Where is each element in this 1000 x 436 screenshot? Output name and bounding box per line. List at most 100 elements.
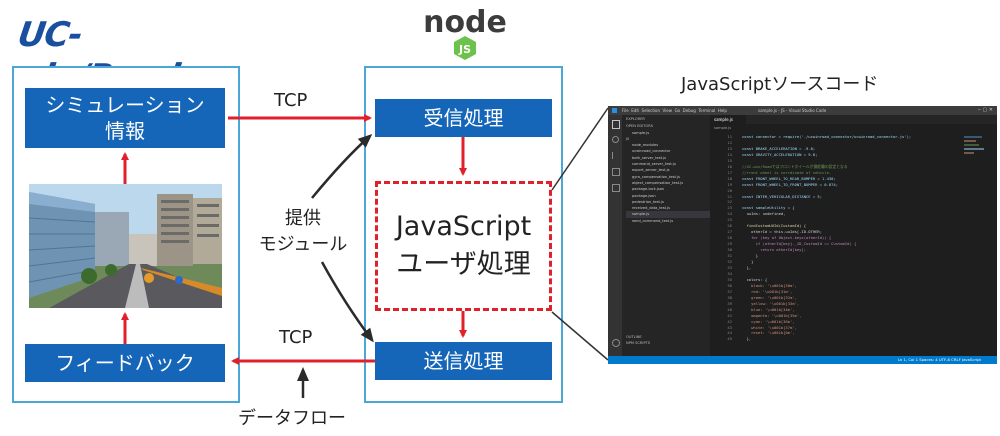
line-number: 26 bbox=[727, 223, 732, 229]
code-line: 22 bbox=[710, 199, 960, 205]
file-tree-item[interactable]: received_data_test.js bbox=[632, 206, 671, 211]
file-tree-item[interactable]: both_server_test.js bbox=[632, 155, 667, 160]
file-tree-item[interactable]: gyro_compensation_test.js bbox=[632, 174, 680, 179]
code-text: //rront wheel is corrdinate of vehicle. bbox=[742, 169, 832, 175]
code-text: const INTER_VEHICULAR_DISTANCE = 5; bbox=[742, 193, 823, 199]
module-to-receive-arrow bbox=[311, 134, 373, 199]
file-tree-item[interactable]: pedestrian_test.js bbox=[632, 199, 664, 204]
line-number: 15 bbox=[727, 157, 732, 163]
line-number: 24 bbox=[727, 211, 732, 217]
file-tree-item[interactable]: ucwinroad_connector bbox=[632, 149, 671, 154]
source-control-icon bbox=[612, 152, 619, 159]
code-text: for (key of Object.keys(otherId)) { bbox=[742, 235, 832, 241]
line-number: 36 bbox=[727, 282, 732, 288]
file-tree-item[interactable]: sample.js bbox=[626, 211, 710, 218]
code-line: 37 red: '\u001b[31m', bbox=[710, 289, 960, 295]
line-number: 38 bbox=[727, 294, 732, 300]
menu-terminal: Terminal bbox=[698, 108, 716, 113]
extensions-icon bbox=[612, 184, 620, 192]
activity-bar bbox=[608, 115, 622, 356]
line-number: 40 bbox=[727, 306, 732, 312]
line-number: 42 bbox=[727, 318, 732, 324]
code-line: 43 white: '\u001b[37m', bbox=[710, 325, 960, 331]
code-text: uuIds: undefined, bbox=[742, 211, 786, 217]
code-text: } bbox=[742, 253, 759, 259]
nodejs-hexagon-icon bbox=[454, 36, 476, 60]
file-tree-item[interactable]: sample.js bbox=[632, 130, 650, 135]
code-text: const sampleUtility = { bbox=[742, 205, 795, 211]
file-tree-item[interactable]: object_compensation_test.js bbox=[632, 180, 683, 185]
explorer-header: EXPLORER bbox=[626, 117, 645, 121]
code-line: 27 otherId = this.uuIds[.ID.OTHER; bbox=[710, 229, 960, 235]
code-text: if (otherId[key]._ID_CustomId == CustomI… bbox=[742, 241, 857, 247]
line-number: 41 bbox=[727, 312, 732, 318]
code-line: 30 return otherId[key]; bbox=[710, 247, 960, 253]
nodejs-logo: node JS bbox=[423, 5, 507, 60]
menu-edit: Edit bbox=[631, 108, 639, 113]
tcp-top-label: TCP bbox=[274, 90, 308, 111]
code-text: cyan: '\u001b[36m', bbox=[742, 318, 795, 324]
line-number: 34 bbox=[727, 270, 732, 276]
office-building bbox=[157, 194, 193, 266]
node-logo-js: JS bbox=[458, 43, 471, 56]
code-line: 15 bbox=[710, 158, 960, 164]
outline-header: OUTLINE bbox=[626, 335, 642, 339]
feedback-box: フィードバック bbox=[25, 344, 225, 382]
code-text: return otherId[key]; bbox=[742, 247, 807, 253]
line-number: 32 bbox=[727, 259, 732, 265]
menu-go: Go bbox=[674, 108, 681, 113]
code-text: }, bbox=[742, 264, 752, 270]
line-number: 21 bbox=[727, 193, 732, 199]
code-line: 17//rront wheel is corrdinate of vehicle… bbox=[710, 170, 960, 176]
code-line: 42 cyan: '\u001b[36m', bbox=[710, 319, 960, 325]
file-tree-item[interactable]: package.json bbox=[632, 193, 656, 198]
code-line: 24 uuIds: undefined, bbox=[710, 211, 960, 217]
file-tree-item[interactable]: send_command_test.js bbox=[632, 218, 674, 223]
code-text: findCustomUUId(CustomId) { bbox=[742, 223, 807, 229]
code-text: //UC-win/Roadではフロントホイールが操舵輪の設定となる bbox=[742, 163, 848, 169]
file-tree-item[interactable]: node_modules bbox=[632, 143, 659, 148]
menu-help: Help bbox=[717, 108, 727, 113]
line-number: 16 bbox=[727, 163, 732, 169]
line-number: 30 bbox=[727, 247, 732, 253]
line-number: 22 bbox=[727, 199, 732, 205]
code-text: red: '\u001b[31m', bbox=[742, 288, 793, 294]
line-number: 13 bbox=[727, 145, 732, 151]
npm-scripts-header: NPM SCRIPTS bbox=[626, 341, 651, 346]
code-line: 38 green: '\u001b[32m', bbox=[710, 295, 960, 301]
search-icon bbox=[612, 136, 619, 143]
line-number: 20 bbox=[727, 187, 732, 193]
file-tree-item[interactable]: package-lock.json bbox=[632, 187, 665, 192]
code-line: 12 bbox=[710, 140, 960, 146]
code-text: }, bbox=[742, 336, 752, 342]
vscode-menu: File Edit Selection View Go Debug Termin… bbox=[622, 106, 727, 115]
file-tree-item[interactable]: OPEN EDITORS bbox=[626, 124, 653, 129]
menu-file: File bbox=[622, 108, 629, 113]
callout-line-bottom bbox=[551, 311, 609, 361]
window-controls: ‒ ▢ ✕ bbox=[977, 107, 993, 113]
code-text: const GRAVITY_ACCELERATION = 9.8; bbox=[742, 151, 818, 157]
file-tree-item[interactable]: JS bbox=[626, 136, 630, 141]
code-line: 39 yellow: '\u001b[33m', bbox=[710, 301, 960, 307]
menu-selection: Selection bbox=[641, 108, 660, 113]
file-tree-item[interactable]: export_server_test.js bbox=[632, 168, 670, 173]
status-text: Ln 1, Col 1 Spaces: 4 UTF-8 CRLF JavaScr… bbox=[897, 357, 981, 362]
vscode-titlebar: File Edit Selection View Go Debug Termin… bbox=[608, 106, 997, 115]
line-number: 25 bbox=[727, 217, 732, 223]
provided-module-label: 提供 モジュール bbox=[258, 208, 348, 255]
line-number: 18 bbox=[727, 175, 732, 181]
file-tree-item[interactable]: command_server_test.js bbox=[632, 162, 676, 167]
minimap bbox=[964, 134, 988, 254]
code-text: const BRAKE_ACCELERATION = -9.8; bbox=[742, 145, 816, 151]
simulation-info-box: シミュレーション 情報 bbox=[25, 88, 225, 148]
vscode-title: sample.js - JS - Visual Studio Code bbox=[758, 108, 827, 113]
line-number: 45 bbox=[727, 336, 732, 342]
line-number: 43 bbox=[727, 324, 732, 330]
code-line: 40 blue: '\u001b[34m', bbox=[710, 307, 960, 313]
breadcrumb: sample.js bbox=[714, 126, 732, 130]
receive-box: 受信処理 bbox=[375, 99, 552, 137]
